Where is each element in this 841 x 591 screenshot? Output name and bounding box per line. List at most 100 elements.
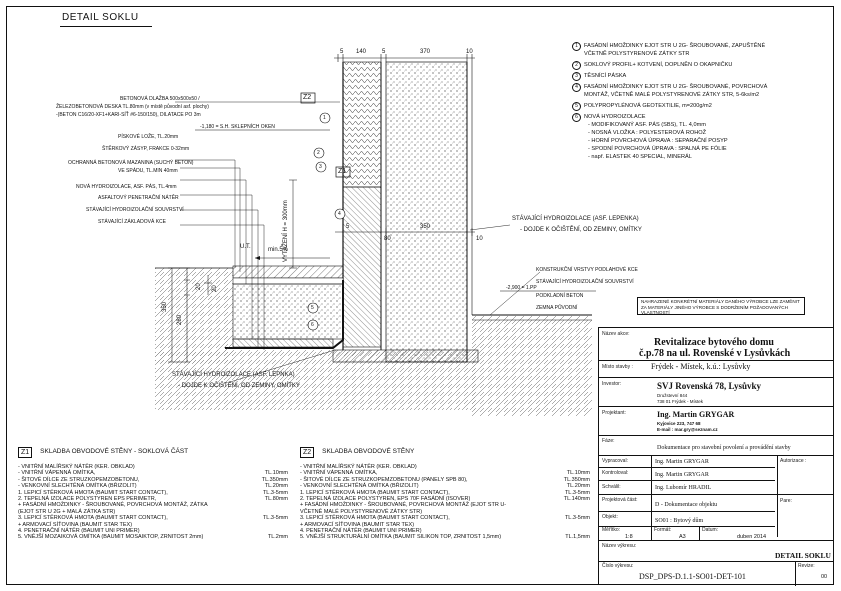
- left-label-10: STÁVAJÍCÍ ZÁKLADOVÁ KCE: [98, 219, 166, 225]
- level-upper: -1,180 = S.H. SKLEPNÍCH OKEN: [200, 124, 275, 130]
- tb-rule: [599, 455, 833, 456]
- tb-rule: [599, 360, 833, 361]
- composition-layer: - VENKOVNÍ SLECHTĚNÁ OMÍTKA (BŘIZOLIT): [300, 483, 419, 490]
- legend-text: FASÁDNÍ HMOŽDINKY EJOT STR U 2G- ŠROUBOV…: [584, 43, 766, 49]
- dim-mid-3: 350: [420, 224, 431, 230]
- revision: 00: [821, 574, 828, 580]
- composition-thickness: TL.3-5mm: [564, 489, 590, 496]
- date: duben 2014: [737, 534, 767, 540]
- dim-mid-2: 80: [384, 236, 391, 242]
- legend-text: POLYPROPYLÉNOVÁ GEOTEXTILIE, m=200g/m2: [584, 103, 712, 109]
- tb-label: Datum:: [702, 527, 719, 533]
- left-label-4: ŠTĚRKOVÝ ZÁSYP, FRAKCE 0-32mm: [102, 146, 190, 152]
- tb-label: Formát:: [654, 527, 672, 533]
- composition-row: 2. TEPELNÁ IZOLACE POLYSTYREN, EPS 70F F…: [300, 496, 590, 502]
- legend-text: VČETNĚ POLYSTYRENOVÉ ZÁTKY STR: [584, 51, 690, 57]
- composition-layer: - VNITŘNÍ MALÍŘSKÝ NÁTĚR (KER. OBKLAD): [300, 464, 417, 470]
- composition-layer: 2. TEPELNÁ IZOLACE POLYSTYREN EPS PERIME…: [18, 496, 157, 503]
- tb-label: Revize:: [798, 563, 815, 569]
- sheet-title: DETAIL SOKLU: [62, 12, 139, 23]
- composition-row: - VENKOVNÍ SLECHTĚNÁ OMÍTKA (BŘIZOLIT)TL…: [300, 483, 590, 489]
- composition-thickness: TL.3-5mm: [262, 515, 288, 522]
- floor-label-0: KONSTRUKČNÍ VRSTVY PODLAHOVÉ KCE: [536, 267, 638, 273]
- composition-z2: Z2 SKLADBA OBVODOVÉ STĚNY - VNITŘNÍ MALÍ…: [300, 447, 590, 541]
- existing-waterproof-1: STÁVAJÍCÍ HYDROIZOLACE (ASF. LEPENKA): [512, 216, 639, 222]
- callout-2: 2: [317, 150, 320, 156]
- dim-mid-1: 5: [346, 224, 350, 230]
- composition-row: - VNITŘNÍ MALÍŘSKÝ NÁTĚR (KER. OBKLAD): [18, 464, 288, 470]
- dim-mid-4: 10: [476, 236, 483, 242]
- tb-label: Kontroloval:: [602, 470, 629, 476]
- tb-rule: [599, 561, 833, 562]
- dim-top-1: 5: [340, 49, 344, 55]
- tb-label: Autorizace :: [780, 458, 807, 464]
- tb-label: Projektant:: [602, 410, 626, 416]
- left-label-5: OCHRANNÁ BETONOVÁ MAZANINA (SUCHÝ BETON): [68, 160, 194, 166]
- tb-rule: [651, 526, 652, 540]
- composition-thickness: TL.3-5mm: [262, 489, 288, 496]
- legend-text: FASÁDNÍ HMOŽDINKY EJOT STR U 2G- ŠROUBOV…: [584, 84, 768, 90]
- legend-item: 4 FASÁDNÍ HMOŽDINKY EJOT STR U 2G- ŠROUB…: [572, 83, 802, 99]
- left-label-9: STÁVAJÍCÍ HYDROIZOLAČNÍ SOUVRSTVÍ: [86, 207, 184, 213]
- tb-label: Fáze:: [602, 438, 615, 444]
- tb-label: Měřítko:: [602, 527, 621, 533]
- dim-top-4: 370: [420, 49, 431, 55]
- legend-number: 2: [572, 61, 581, 70]
- composition-layer: - ŠITOVÉ DÍLCE ZE STRUZKOPEMZOBETONU (PA…: [300, 476, 468, 483]
- title-block: Název akce: Revitalizace bytového domu č…: [598, 327, 834, 586]
- composition-row: (EJOT STR U 2G + MALÁ ZÁTKA STR): [18, 509, 288, 515]
- tb-rule: [599, 377, 833, 378]
- composition-layer: + ARMOVACÍ SÍŤOVINA (BAUMIT STAR TEX): [18, 521, 133, 528]
- left-label-3: PÍSKOVÉ LOŽE, TL.20mm: [118, 134, 179, 140]
- designer: Ing. Martin GRYGAR: [657, 410, 735, 419]
- designer-email: E-mail : mar.gry@seznam.cz: [657, 427, 718, 432]
- callout-5: 5: [311, 305, 314, 311]
- dim-vert-280: 280: [177, 314, 183, 325]
- legend-text: - např. ELASTEK 40 SPECIAL, MINERÁL: [588, 154, 692, 160]
- composition-heading: SKLADBA OBVODOVÉ STĚNY - SOKLOVÁ ČÁST: [40, 448, 189, 456]
- format: A3: [679, 534, 686, 540]
- material-note: NAHRAZENÉ KONKRÉTNÍ MATERIÁLY DANÉHO VÝR…: [637, 297, 805, 315]
- tb-label: Objekt:: [602, 514, 618, 520]
- tb-label: Místo stavby :: [602, 364, 633, 370]
- composition-row: + ARMOVACÍ SÍŤOVINA (BAUMIT STAR TEX): [300, 522, 590, 528]
- tb-label: Projektová část:: [602, 497, 638, 503]
- tb-rule: [651, 455, 652, 537]
- legend-text: - SPODNÍ POVRCHOVÁ ÚPRAVA : SPALNÁ PE FÓ…: [588, 146, 727, 152]
- composition-row: 4. PENETRAČNÍ NÁTĚR (BAUMIT UNI PRIMER): [18, 528, 288, 534]
- phase: Dokumentace pro stavební povolení a prov…: [657, 445, 791, 451]
- tb-rule: [699, 526, 700, 540]
- tb-label: Číslo výkresu:: [602, 563, 634, 569]
- composition-layer: 1. LEPICÍ STĚRKOVÁ HMOTA (BAUMIT START C…: [18, 489, 168, 496]
- composition-row: 1. LEPICÍ STĚRKOVÁ HMOTA (BAUMIT START C…: [18, 490, 288, 496]
- existing-waterproof-2: - DOJDE K OČIŠTĚNÍ, OD ZEMINY, OMÍTKY: [520, 227, 642, 233]
- callout-3: 3: [319, 164, 322, 170]
- floor-label-2: PODKLADNÍ BETON: [536, 293, 584, 299]
- composition-row: 5. VNĚJŠÍ MOZAIKOVÁ OMÍTKA (BAUMIT MOSAI…: [18, 534, 288, 540]
- floor-label-1: STÁVAJÍCÍ HYDROIZOLAČNÍ SOUVRSTVÍ: [536, 279, 634, 285]
- composition-row: - VNITŘNÍ VÁPENNÁ OMÍTKA,TL.10mm: [18, 470, 288, 476]
- investor: SVJ Rovenská 78, Lysůvky: [657, 381, 762, 391]
- composition-layer: 4. PENETRAČNÍ NÁTĚR (BAUMIT UNI PRIMER): [300, 528, 422, 535]
- composition-row: - VNITŘNÍ VÁPENNÁ OMÍTKA,TL.10mm: [300, 470, 590, 476]
- tb-label: Název výkresu:: [602, 543, 637, 549]
- composition-thickness: TL.2mm: [267, 534, 288, 541]
- legend-item: 3 TĚSNÍCÍ PÁSKA: [572, 72, 802, 81]
- composition-row: 3. LEPICÍ STĚRKOVÁ HMOTA (BAUMIT START C…: [300, 515, 590, 521]
- composition-thickness: TL.3-5mm: [564, 515, 590, 522]
- composition-layer: + ARMOVACÍ SÍŤOVINA (BAUMIT STAR TEX): [300, 521, 415, 528]
- legend-number: 4: [572, 83, 581, 92]
- level-lower: -2,900 = 1.PP: [506, 285, 537, 291]
- composition-row: + ARMOVACÍ SÍŤOVINA (BAUMIT STAR TEX): [18, 522, 288, 528]
- composition-title: Z2 SKLADBA OBVODOVÉ STĚNY: [300, 447, 590, 458]
- composition-thickness: TL.350mm: [563, 476, 590, 483]
- left-label-2: -(BETON C16/20-XF1+KARI-SÍŤ #6-150/150),…: [56, 112, 201, 118]
- legend-text: MONTÁŽ, VČETNĚ MALÉ POLYSTYRENOVÉ ZÁTKY …: [584, 92, 760, 98]
- ut-label: U.T.: [240, 244, 251, 250]
- composition-layer: 5. VNĚJŠÍ MOZAIKOVÁ OMÍTKA (BAUMIT MOSAI…: [18, 534, 204, 541]
- existing-waterproof-bottom-2: - DOJDE K OČIŠTĚNÍ, OD ZEMINY, OMÍTKY: [178, 383, 300, 389]
- legend-text: - MODIFIKOVANÝ ASF. PÁS (SBS), TL. 4,0mm: [588, 122, 706, 128]
- composition-thickness: TL.10mm: [566, 470, 590, 477]
- composition-thickness: TL.10mm: [264, 470, 288, 477]
